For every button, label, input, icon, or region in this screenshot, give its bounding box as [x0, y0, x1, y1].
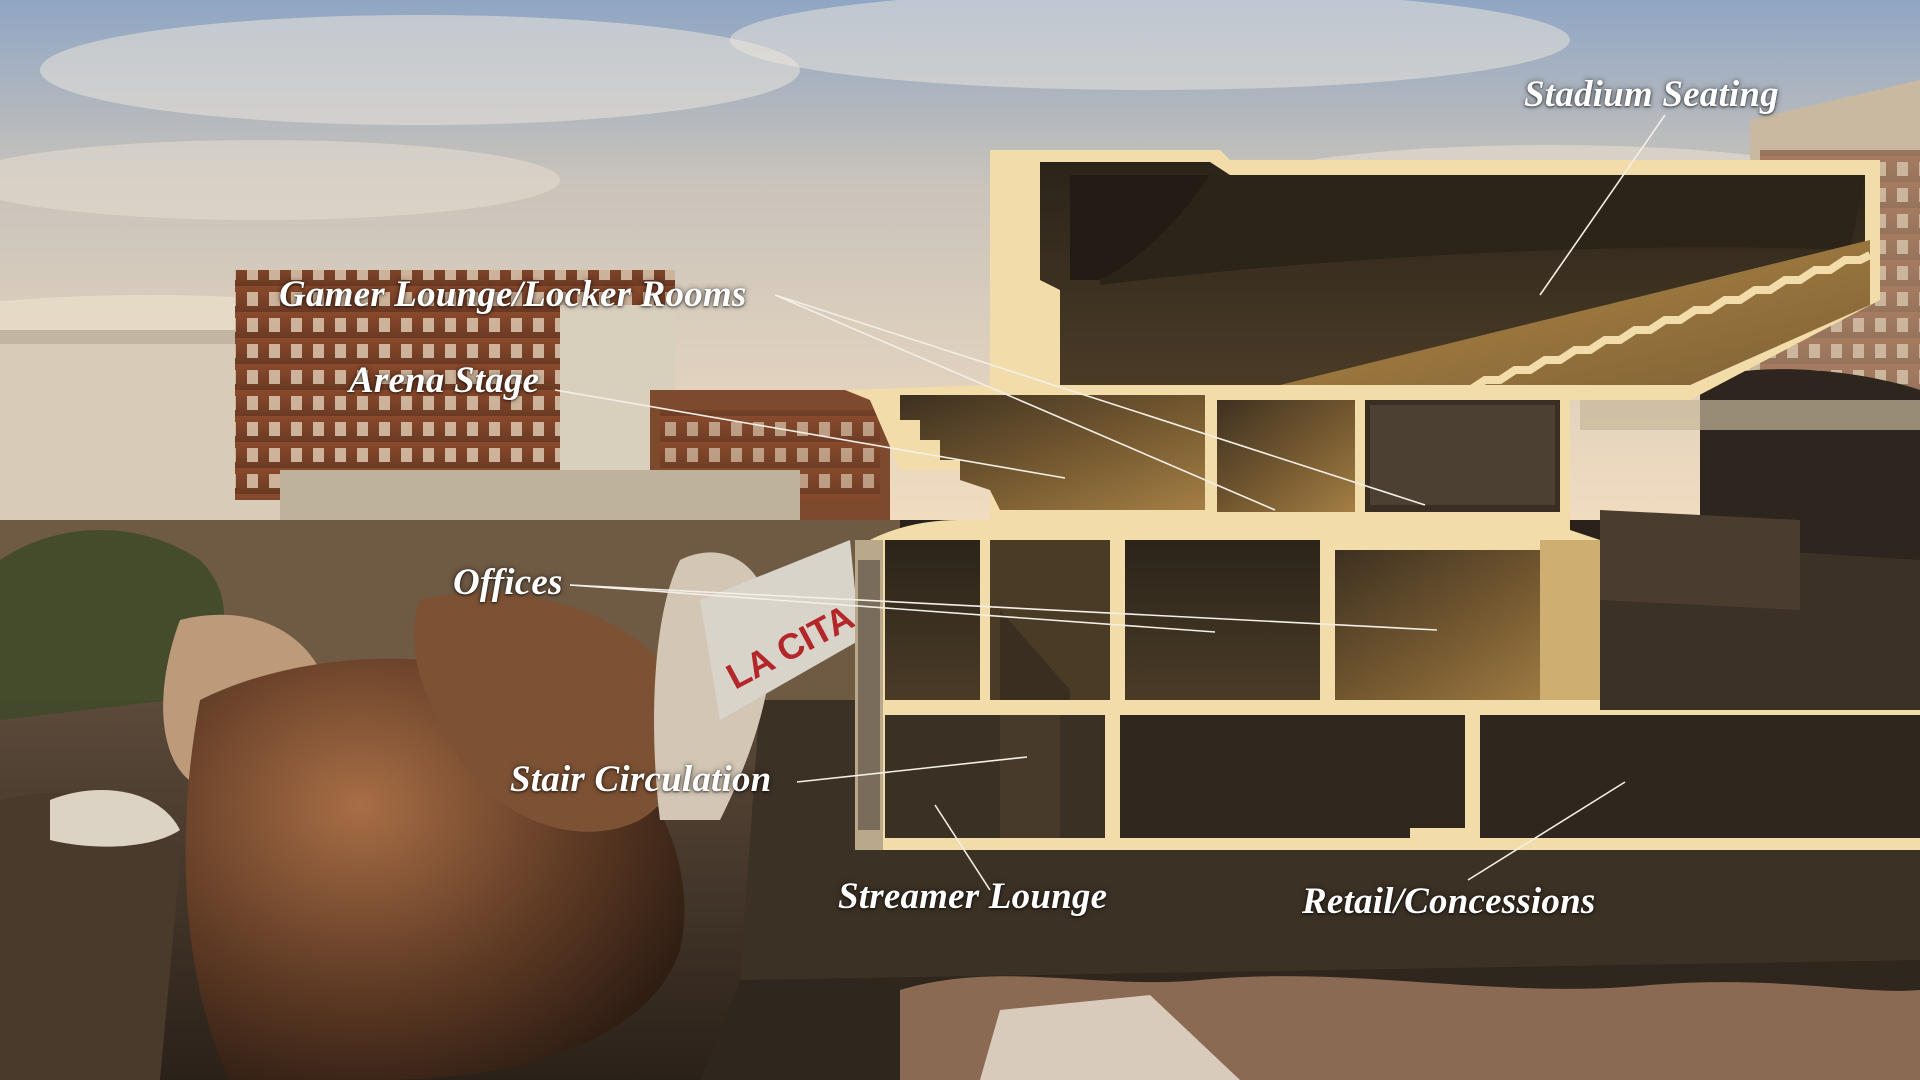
leader-gamer-lounge-1 — [774, 294, 1276, 511]
leader-lines — [554, 114, 1666, 891]
label-retail-concessions: Retail/Concessions — [1302, 881, 1596, 922]
leader-retail-concessions — [1467, 781, 1626, 881]
leader-stadium-seating — [1539, 114, 1666, 296]
leader-arena-stage — [554, 389, 1066, 479]
leader-streamer-lounge — [934, 804, 991, 891]
leader-gamer-lounge-2 — [774, 294, 1426, 506]
leader-offices-2 — [569, 584, 1438, 631]
label-offices: Offices — [453, 562, 563, 603]
label-stadium-seating: Stadium Seating — [1524, 74, 1779, 115]
label-stair-circulation: Stair Circulation — [510, 759, 772, 800]
leader-stair-circulation — [796, 756, 1028, 783]
label-arena-stage: Arena Stage — [349, 360, 540, 401]
label-streamer-lounge: Streamer Lounge — [838, 876, 1108, 917]
leader-offices-1 — [569, 584, 1216, 633]
label-gamer-lounge-locker-rooms: Gamer Lounge/Locker Rooms — [279, 274, 747, 315]
